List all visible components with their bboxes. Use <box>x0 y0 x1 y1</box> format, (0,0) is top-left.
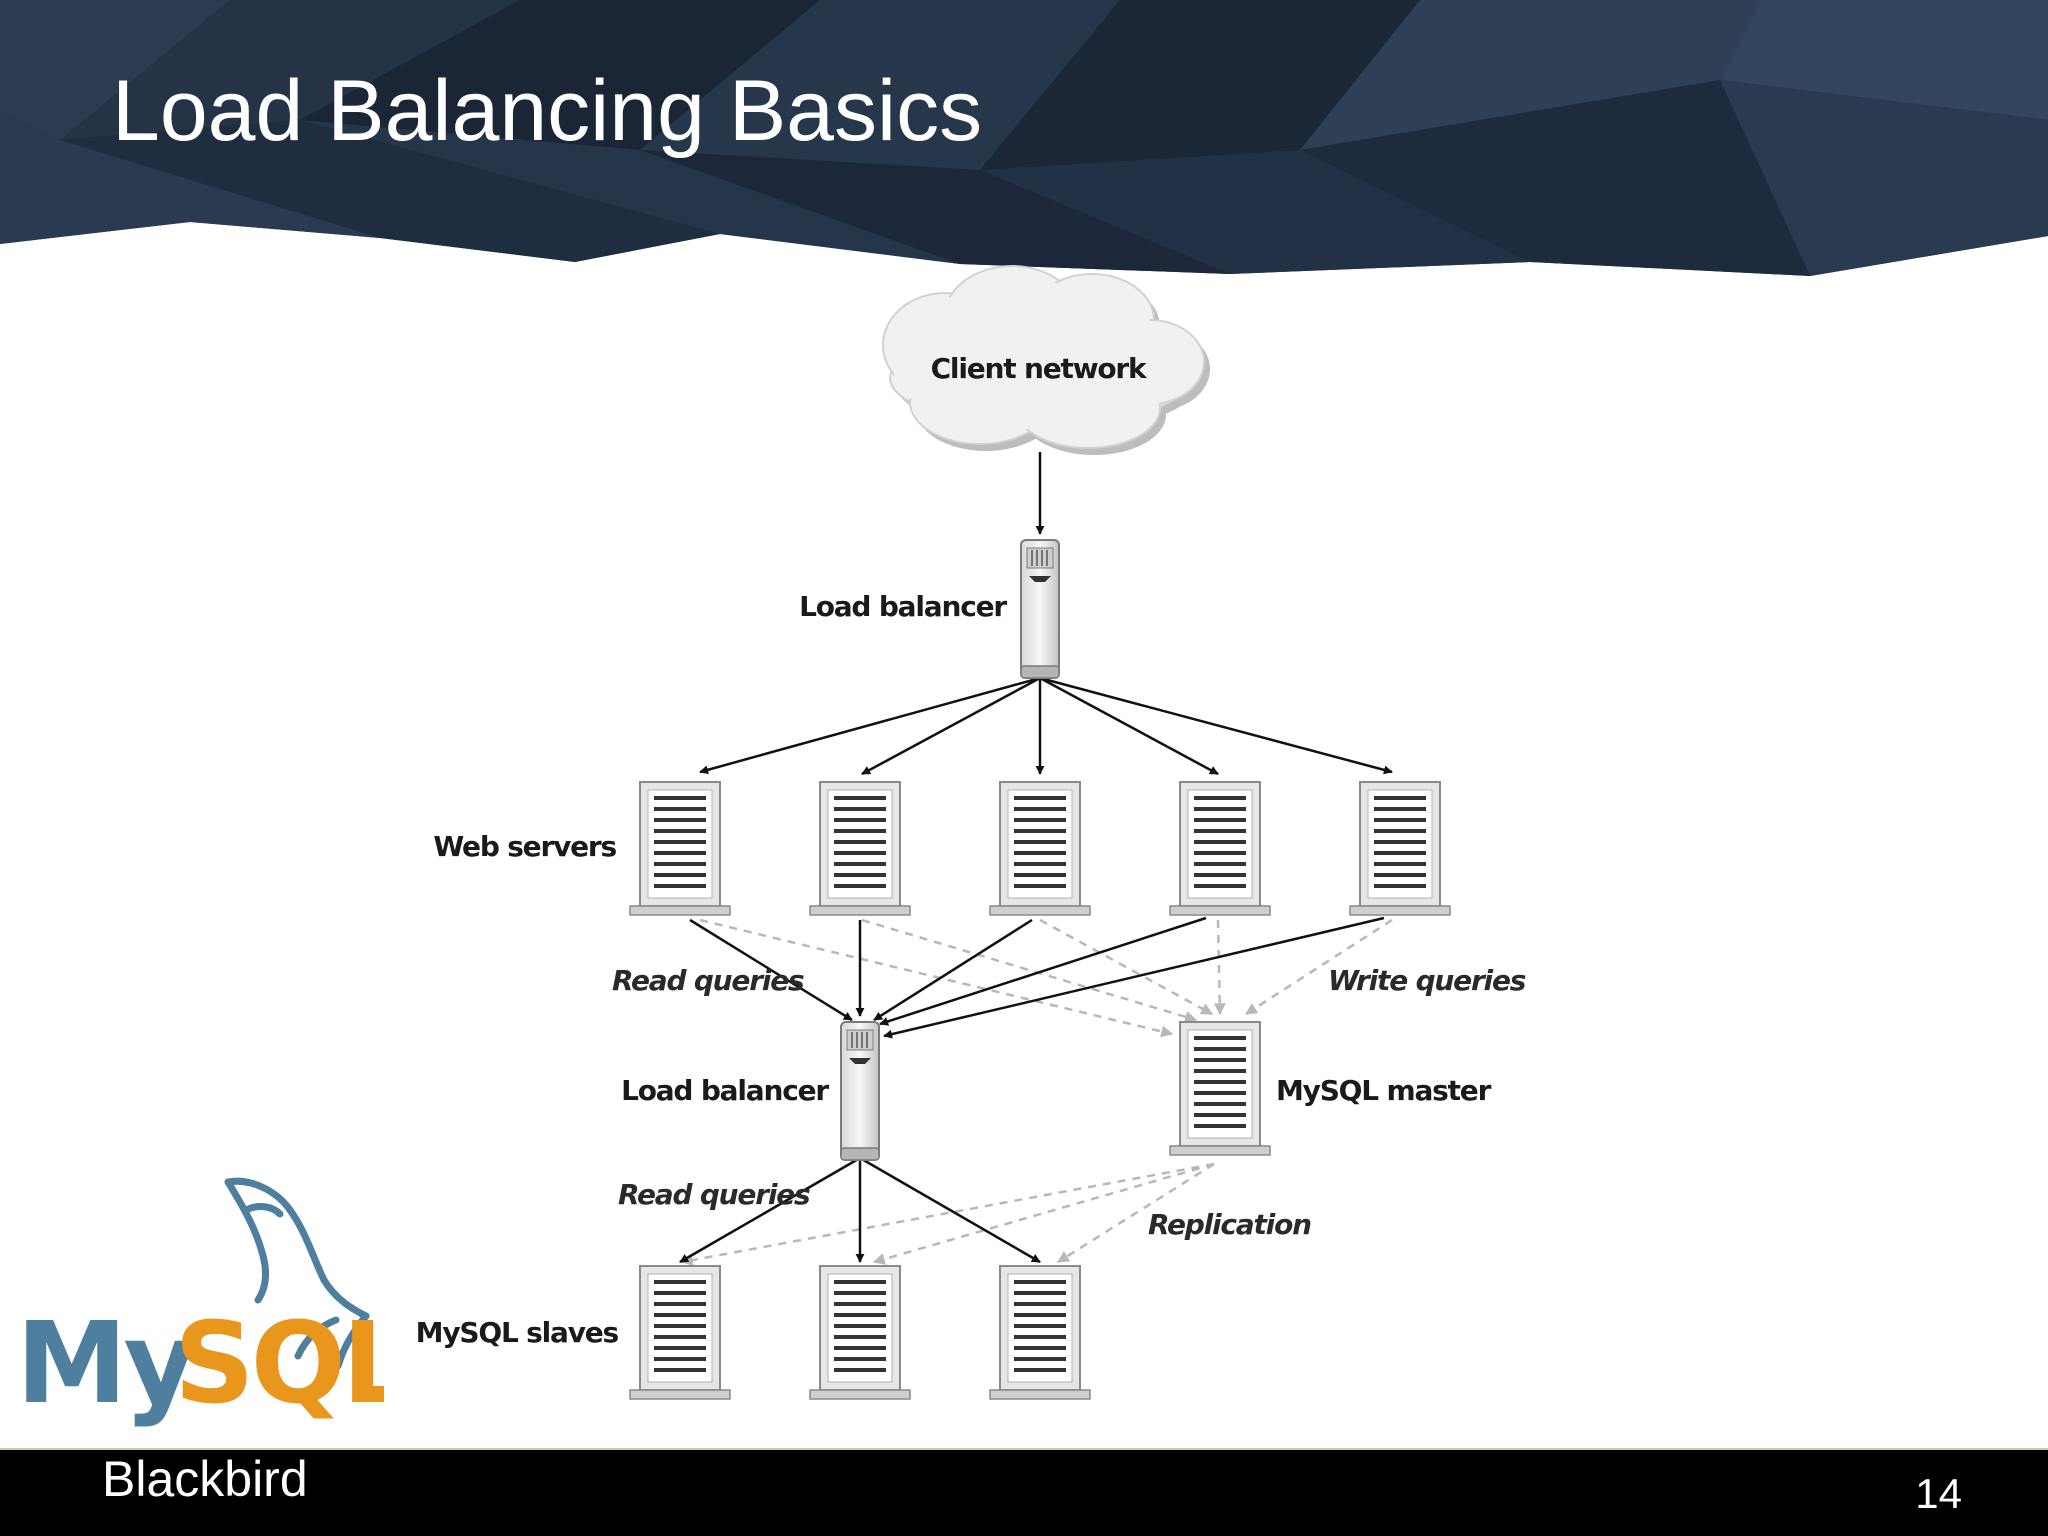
edges-write-queries <box>699 918 1393 1038</box>
mysql-slave-3 <box>988 1264 1092 1401</box>
footer-bar: Blackbird 14 <box>0 1448 2048 1536</box>
client-network-label: Client network <box>931 352 1148 385</box>
edges-read-queries <box>689 916 1385 1039</box>
mysql-slaves-label: MySQL slaves <box>416 1316 619 1349</box>
mysql-slave-2 <box>808 1264 912 1401</box>
read-queries-label-top: Read queries <box>612 964 804 997</box>
logo-text-my: My <box>16 1299 194 1429</box>
load-balancer-bottom-label: Load balancer <box>621 1074 829 1107</box>
page-number: 14 <box>1915 1470 1962 1517</box>
footer-brand: Blackbird <box>102 1451 308 1507</box>
mysql-master-server <box>1168 1020 1272 1157</box>
web-server-3 <box>988 780 1092 917</box>
web-server-2 <box>808 780 912 917</box>
load-balancer-top <box>1020 539 1060 679</box>
edges-balancer-to-web <box>699 676 1393 776</box>
web-servers-label: Web servers <box>433 830 616 863</box>
edges-balancer-to-slaves <box>679 1156 1041 1264</box>
load-balancer-bottom <box>840 1021 880 1161</box>
web-server-1 <box>628 780 732 917</box>
dolphin-icon <box>224 1177 370 1370</box>
write-queries-label: Write queries <box>1328 964 1526 997</box>
replication-label: Replication <box>1148 1208 1311 1241</box>
mysql-slaves-group <box>628 1264 1092 1401</box>
header-background <box>0 0 2048 276</box>
web-server-4 <box>1168 780 1272 917</box>
logo-trademark: TM <box>358 1390 381 1406</box>
mysql-master-label: MySQL master <box>1276 1074 1492 1107</box>
web-servers-group <box>628 780 1452 917</box>
web-server-5 <box>1348 780 1452 917</box>
logo-text-sql: SQL <box>174 1299 384 1429</box>
slide-title: Load Balancing Basics <box>112 63 983 159</box>
mysql-slave-1 <box>628 1264 732 1401</box>
client-network-cloud <box>882 265 1210 455</box>
network-diagram: Client network <box>416 265 1527 1401</box>
mysql-logo: My SQL TM <box>16 1177 384 1429</box>
edges-replication <box>680 1162 1215 1266</box>
load-balancer-top-label: Load balancer <box>799 590 1007 623</box>
read-queries-label-bottom: Read queries <box>618 1178 810 1211</box>
